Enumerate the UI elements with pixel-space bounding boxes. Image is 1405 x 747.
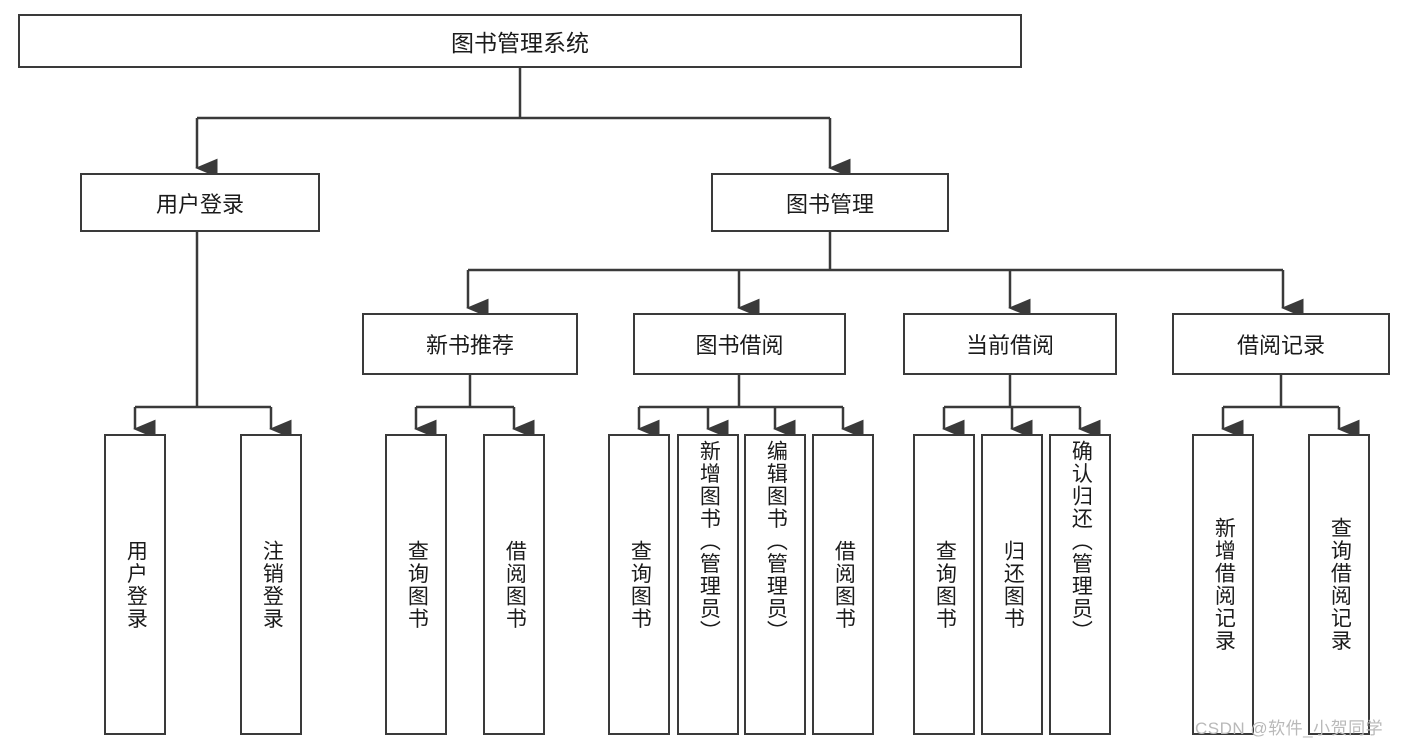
leaf-add-borrow-record[interactable]: 新增借阅记录 — [1192, 434, 1254, 735]
node-book-management[interactable]: 图书管理 — [711, 173, 949, 232]
node-label: 用户登录 — [155, 191, 244, 217]
leaf-label: 借阅图书 — [503, 539, 527, 630]
leaf-query-book-borrow[interactable]: 查询图书 — [608, 434, 670, 735]
leaf-label: 查询图书 — [933, 539, 957, 630]
node-label: 图书管理系统 — [451, 30, 589, 56]
leaf-query-book-current[interactable]: 查询图书 — [913, 434, 975, 735]
node-book-borrow[interactable]: 图书借阅 — [633, 313, 846, 375]
node-label: 图书管理 — [785, 191, 874, 217]
leaf-label: 注销登录 — [260, 539, 284, 630]
node-label: 借阅记录 — [1236, 333, 1325, 358]
leaf-query-borrow-record[interactable]: 查询借阅记录 — [1308, 434, 1370, 735]
watermark: CSDN @软件_小贺同学 — [1195, 714, 1383, 739]
leaf-confirm-return-admin[interactable]: 确认归还（管理员） — [1049, 434, 1111, 735]
node-label: 新书推荐 — [425, 333, 514, 358]
node-label: 当前借阅 — [965, 333, 1054, 358]
leaf-label: 确认归还（管理员） — [1069, 440, 1093, 643]
leaf-borrow-book[interactable]: 借阅图书 — [812, 434, 874, 735]
node-current-borrow[interactable]: 当前借阅 — [903, 313, 1117, 375]
leaf-label: 用户登录 — [124, 539, 148, 630]
leaf-add-book-admin[interactable]: 新增图书（管理员） — [677, 434, 739, 735]
watermark-text: CSDN @软件_小贺同学 — [1195, 719, 1384, 738]
leaf-label: 新增借阅记录 — [1212, 517, 1236, 652]
leaf-borrow-book-recommend[interactable]: 借阅图书 — [483, 434, 545, 735]
leaf-edit-book-admin[interactable]: 编辑图书（管理员） — [744, 434, 806, 735]
leaf-return-book[interactable]: 归还图书 — [981, 434, 1043, 735]
leaf-label: 查询图书 — [405, 539, 429, 630]
leaf-user-logout[interactable]: 注销登录 — [240, 434, 302, 735]
node-borrow-record[interactable]: 借阅记录 — [1172, 313, 1390, 375]
leaf-label: 查询借阅记录 — [1328, 517, 1352, 652]
node-user-login[interactable]: 用户登录 — [80, 173, 320, 232]
node-root-system[interactable]: 图书管理系统 — [18, 14, 1022, 68]
leaf-user-login[interactable]: 用户登录 — [104, 434, 166, 735]
leaf-label: 编辑图书（管理员） — [764, 440, 788, 643]
leaf-label: 新增图书（管理员） — [697, 440, 721, 643]
node-label: 图书借阅 — [695, 333, 784, 358]
leaf-query-book-recommend[interactable]: 查询图书 — [385, 434, 447, 735]
leaf-label: 查询图书 — [628, 539, 652, 630]
node-new-book-recommend[interactable]: 新书推荐 — [362, 313, 578, 375]
leaf-label: 归还图书 — [1001, 539, 1025, 630]
leaf-label: 借阅图书 — [832, 539, 856, 630]
